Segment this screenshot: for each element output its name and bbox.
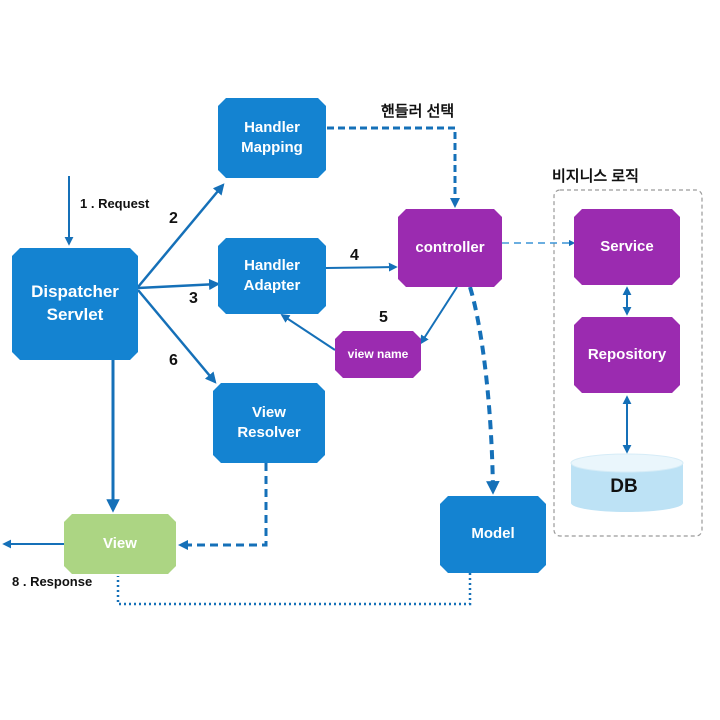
step-4-label: 4 — [350, 247, 359, 264]
repository-label: Repository — [587, 345, 667, 363]
view-label: View — [103, 534, 137, 552]
db-label: DB — [610, 476, 638, 497]
dispatcher-servlet-label: Dispatcher Servlet — [31, 282, 119, 324]
business-logic-container — [553, 189, 703, 537]
handler-mapping-label: Handler Mapping — [241, 118, 303, 156]
handler-select-arrow — [327, 126, 461, 209]
step-2-label: 2 — [169, 210, 178, 227]
db-cylinder-icon — [570, 453, 684, 512]
handler-select-label: 핸들러 선택 — [381, 103, 455, 120]
service-box: Service — [574, 209, 680, 285]
arrow-controller-to-model — [468, 286, 500, 495]
dispatcher-servlet-box: Dispatcher Servlet — [12, 248, 138, 360]
arrow-controller-to-viewname — [420, 286, 458, 345]
handler-adapter-label: Handler Adapter — [243, 256, 301, 294]
model-box: Model — [440, 496, 546, 573]
controller-label: controller — [415, 238, 485, 256]
controller-box: controller — [398, 209, 502, 287]
handler-mapping-box: Handler Mapping — [218, 98, 326, 178]
arrow-viewname-to-adapter — [280, 314, 336, 351]
arrow-to-view-resolver — [137, 289, 217, 384]
handler-adapter-box: Handler Adapter — [218, 238, 326, 314]
step-6-label: 6 — [169, 352, 178, 369]
view-box: View — [64, 514, 176, 574]
arrow-resolver-to-view — [177, 463, 268, 551]
arrow-to-handler-mapping — [137, 183, 225, 288]
business-logic-label: 비지니스 로직 — [552, 168, 639, 185]
request-label: 1 . Request — [80, 196, 150, 211]
view-resolver-label: View Resolver — [237, 403, 301, 441]
arrow-to-handler-adapter — [137, 278, 221, 291]
model-label: Model — [471, 525, 515, 543]
step-3-label: 3 — [189, 290, 198, 307]
response-label: 8 . Response — [12, 574, 93, 589]
step-5-label: 5 — [379, 309, 388, 326]
arrow-adapter-to-controller — [325, 262, 398, 272]
view-name-box: view name — [335, 331, 421, 378]
repository-box: Repository — [574, 317, 680, 393]
view-name-label: view name — [347, 347, 409, 362]
model-to-view-dotted-path — [116, 573, 472, 606]
view-resolver-box: View Resolver — [213, 383, 325, 463]
service-label: Service — [600, 237, 654, 255]
